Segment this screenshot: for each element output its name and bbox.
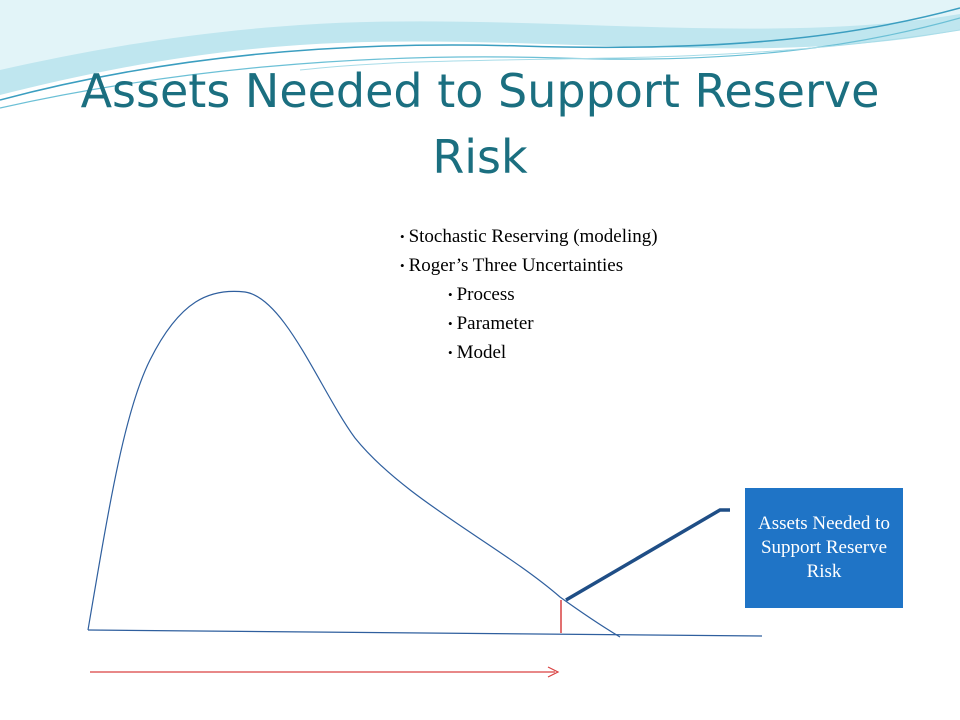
bullet-text: Model — [456, 342, 507, 363]
bullet-dot: • — [448, 287, 453, 302]
bullet-dot: • — [448, 345, 453, 360]
bullet-text: Roger’s Three Uncertainties — [408, 255, 624, 276]
assets-range-arrow-head — [547, 666, 560, 678]
sub-bullet-item: •Process — [400, 280, 820, 309]
wave-line-2 — [0, 17, 960, 109]
callout-text: Assets Needed to Support Reserve Risk — [758, 513, 890, 582]
wave-line-3 — [299, 29, 960, 71]
x-axis-line — [87, 629, 763, 637]
header-wave-decoration — [0, 0, 960, 109]
bullet-item: •Stochastic Reserving (modeling) — [400, 222, 820, 251]
sub-bullet-item: •Parameter — [400, 309, 820, 338]
bullet-dot: • — [448, 316, 453, 331]
bullet-text: Process — [456, 284, 515, 305]
distribution-curve — [87, 290, 621, 638]
bullet-dot: • — [400, 229, 405, 244]
callout-leader-line — [565, 508, 730, 602]
bullet-list: •Stochastic Reserving (modeling) •Roger’… — [400, 222, 820, 367]
slide-title: Assets Needed to Support Reserve Risk — [80, 64, 880, 184]
bullet-text: Parameter — [456, 313, 534, 334]
bullet-dot: • — [400, 258, 405, 273]
sub-bullet-item: •Model — [400, 338, 820, 367]
wave-band-pale — [0, 0, 960, 70]
wave-line-1 — [0, 7, 960, 101]
bullet-text: Stochastic Reserving (modeling) — [408, 226, 658, 247]
assets-callout-box: Assets Needed to Support Reserve Risk — [745, 488, 903, 608]
bullet-item: •Roger’s Three Uncertainties — [400, 251, 820, 280]
